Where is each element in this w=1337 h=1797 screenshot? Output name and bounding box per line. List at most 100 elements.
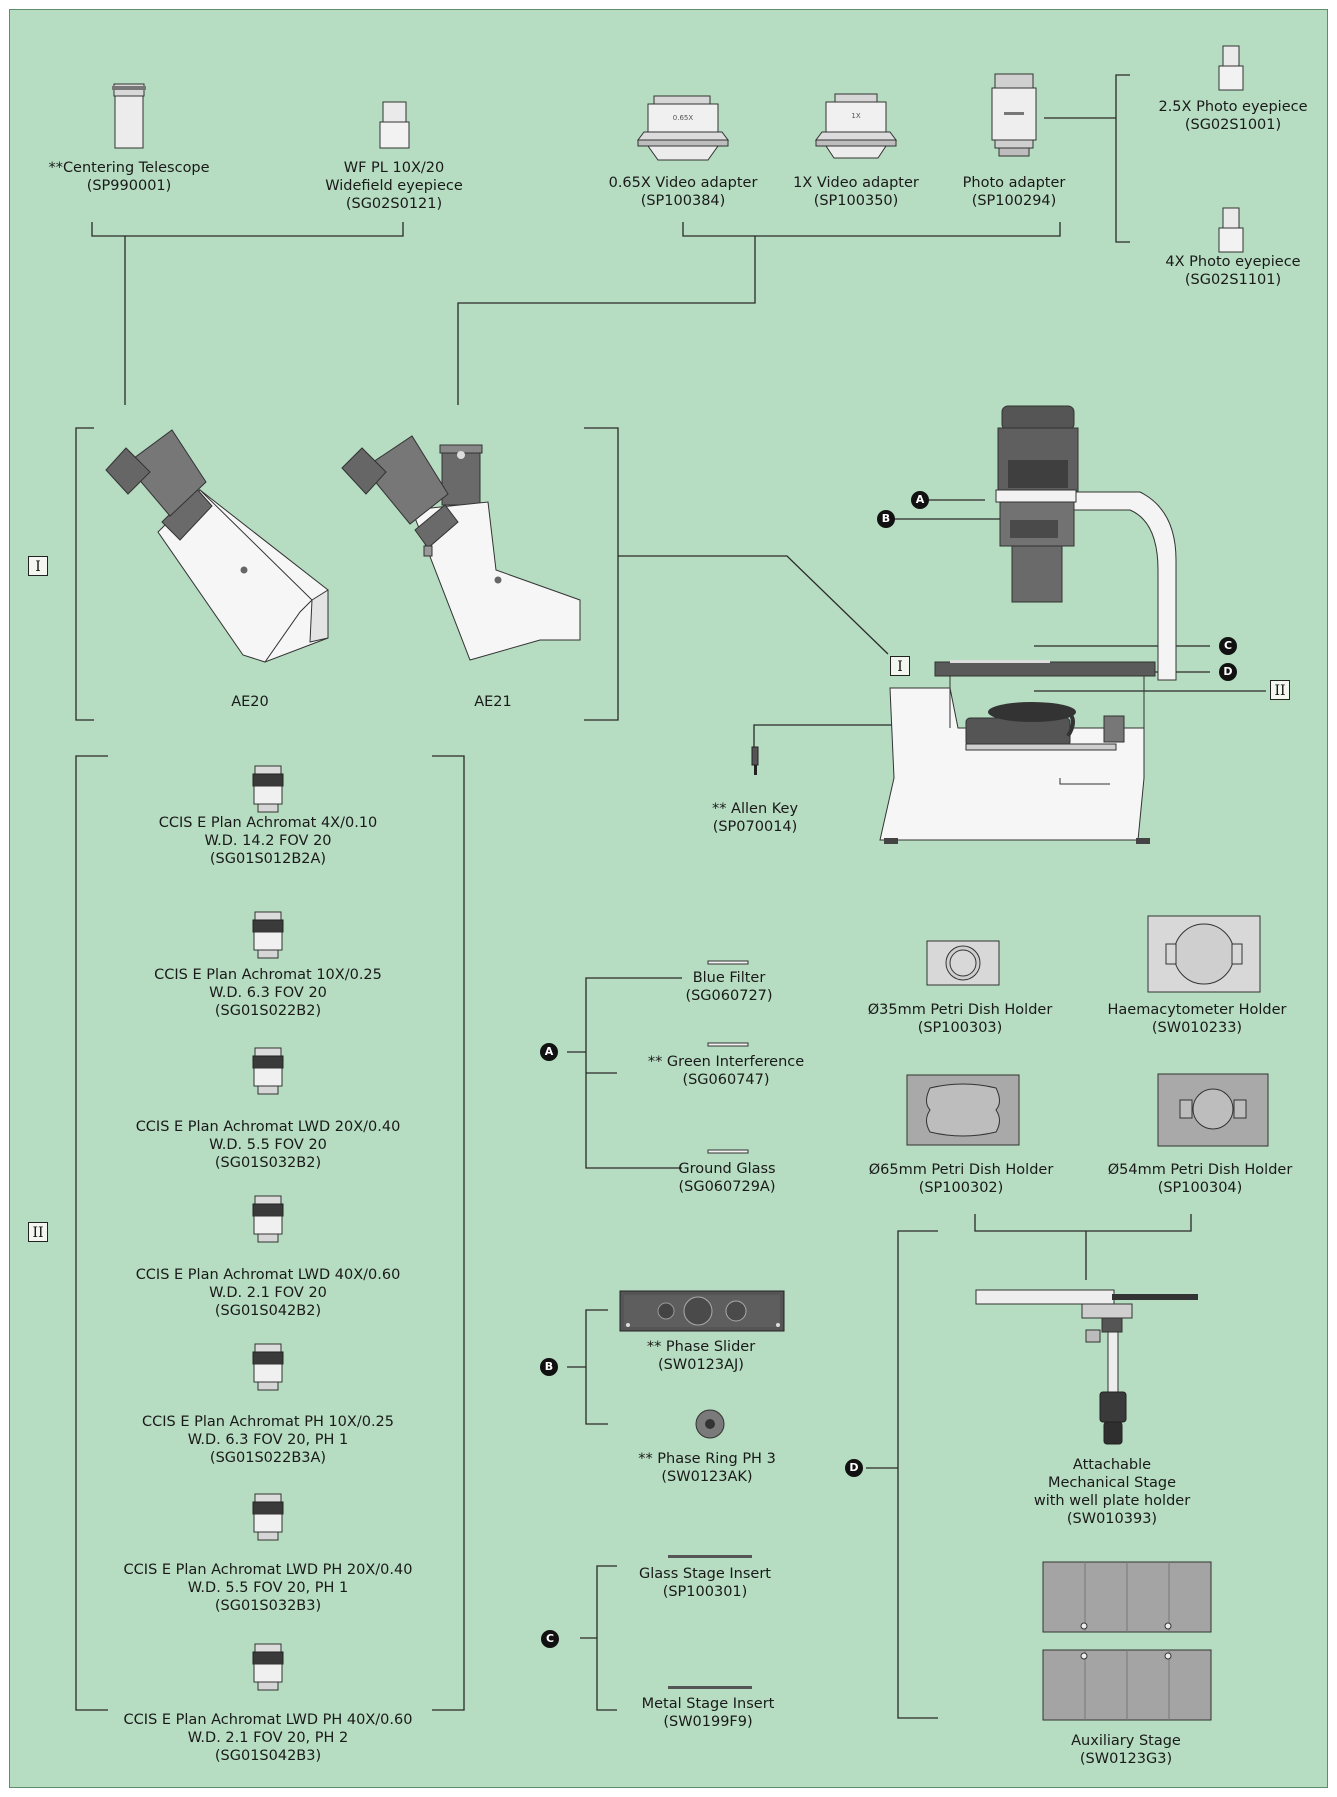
video-adapter-065-code: (SP100384) [640, 193, 726, 209]
objective-3-l1: CCIS E Plan Achromat LWD 20X/0.40 [135, 1119, 401, 1135]
video-adapter-1x-name: 1X Video adapter [793, 175, 919, 191]
objective-icon-7 [252, 1643, 284, 1691]
petri-65-holder-label: Ø65mm Petri Dish Holder (SP100302) [869, 1161, 1054, 1197]
blue-filter-name: Blue Filter [692, 970, 766, 986]
objective-4-l1: CCIS E Plan Achromat LWD 40X/0.60 [135, 1267, 401, 1283]
objective-1-l2: W.D. 14.2 FOV 20 [204, 833, 332, 849]
video-adapter-1x-code: (SP100350) [813, 193, 899, 209]
haemacytometer-holder-graphic [1147, 915, 1261, 993]
objective-icon-6 [252, 1493, 284, 1541]
mechanical-stage-graphic [975, 1289, 1198, 1445]
marker-c-microscope: C [1219, 637, 1237, 655]
marker-a-microscope: A [911, 491, 929, 509]
objective-2-l2: W.D. 6.3 FOV 20 [209, 985, 327, 1001]
diagram-panel [9, 9, 1328, 1788]
objective-5-l2: W.D. 6.3 FOV 20, PH 1 [187, 1432, 349, 1448]
filter-graphics [707, 960, 749, 1154]
allen-key-label: ** Allen Key (SP070014) [712, 800, 798, 836]
objective-icon-4 [252, 1195, 284, 1243]
petri-54-holder-code: (SP100304) [1157, 1180, 1243, 1196]
mechanical-stage-line3: with well plate holder [1033, 1493, 1191, 1509]
connector-lines [75, 74, 1266, 1719]
ground-glass-name: Ground Glass [678, 1161, 776, 1177]
objective-4-l3: (SG01S042B2) [214, 1303, 322, 1319]
centering-telescope-graphic [112, 83, 146, 149]
haemacytometer-holder-code: (SW010233) [1151, 1020, 1243, 1036]
objective-3-l3: (SG01S032B2) [214, 1155, 322, 1171]
photo-eyepiece-4x-graphic [1218, 207, 1244, 253]
allen-key-graphic [751, 746, 759, 775]
allen-key-code: (SP070014) [712, 819, 798, 835]
metal-insert-code: (SW0199F9) [663, 1714, 753, 1730]
auxiliary-stage-code: (SW0123G3) [1079, 1751, 1173, 1767]
metal-insert-name: Metal Stage Insert [641, 1696, 775, 1712]
petri-54-holder-graphic [1157, 1073, 1269, 1147]
mechanical-stage-label: Attachable Mechanical Stage with well pl… [1034, 1456, 1190, 1528]
glass-insert-label: Glass Stage Insert (SP100301) [639, 1565, 771, 1601]
auxiliary-stage-label: Auxiliary Stage (SW0123G3) [1071, 1732, 1181, 1768]
section-tag-i-left: I [28, 556, 48, 576]
phase-ring-label: ** Phase Ring PH 3 (SW0123AK) [638, 1450, 776, 1486]
video-adapter-1x-graphic: 1X [815, 93, 897, 159]
objective-7-l2: W.D. 2.1 FOV 20, PH 2 [187, 1730, 349, 1746]
video-adapter-1x-label: 1X Video adapter (SP100350) [793, 174, 919, 210]
section-tag-ii-microscope: II [1270, 680, 1290, 700]
phase-slider-code: (SW0123AJ) [658, 1357, 744, 1373]
badge-065: 0.65X [673, 114, 694, 122]
objective-2-l1: CCIS E Plan Achromat 10X/0.25 [154, 967, 382, 983]
centering-telescope-name: **Centering Telescope [48, 160, 210, 176]
wf-eyepiece-line2: Widefield eyepiece [325, 178, 463, 194]
inverted-microscope-graphic [879, 405, 1177, 844]
objective-1-l3: (SG01S012B2A) [209, 851, 327, 867]
objective-7-l3: (SG01S042B3) [214, 1748, 322, 1764]
objective-icons [252, 765, 284, 1691]
marker-b-microscope: B [877, 510, 895, 528]
objective-1-l1: CCIS E Plan Achromat 4X/0.10 [158, 815, 378, 831]
wf-eyepiece-graphic [379, 101, 410, 149]
photo-eyepiece-4x-name: 4X Photo eyepiece [1165, 254, 1301, 270]
phase-ring-code: (SW0123AK) [661, 1469, 753, 1485]
auxiliary-stage-graphic [1042, 1561, 1212, 1721]
petri-35-holder-label: Ø35mm Petri Dish Holder (SP100303) [868, 1001, 1053, 1037]
marker-b-phase: B [540, 1358, 558, 1376]
objective-icon-2 [252, 911, 284, 959]
objective-icon-5 [252, 1343, 284, 1391]
wf-eyepiece-label: WF PL 10X/20 Widefield eyepiece (SG02S01… [325, 159, 463, 213]
objective-6-l2: W.D. 5.5 FOV 20, PH 1 [187, 1580, 349, 1596]
phase-slider-graphic [619, 1290, 785, 1332]
photo-eyepiece-25x-graphic [1218, 45, 1244, 91]
photo-eyepiece-4x-code: (SG02S1101) [1184, 272, 1282, 288]
objective-icon-3 [252, 1047, 284, 1095]
metal-insert-label: Metal Stage Insert (SW0199F9) [642, 1695, 775, 1731]
badge-1x: 1X [851, 112, 860, 120]
marker-d-microscope: D [1219, 663, 1237, 681]
wf-eyepiece-code: (SG02S0121) [345, 196, 443, 212]
green-interference-label: ** Green Interference (SG060747) [648, 1053, 804, 1089]
blue-filter-code: (SG060727) [685, 988, 773, 1004]
phase-slider-name: ** Phase Slider [646, 1339, 756, 1355]
centering-telescope-code: (SP990001) [86, 178, 172, 194]
glass-insert-code: (SP100301) [662, 1584, 748, 1600]
ae20-label: AE20 [231, 694, 269, 710]
objective-icon-1 [252, 765, 284, 813]
mechanical-stage-code: (SW010393) [1066, 1511, 1158, 1527]
objective-4-l2: W.D. 2.1 FOV 20 [209, 1285, 327, 1301]
marker-a-filters: A [540, 1043, 558, 1061]
haemacytometer-holder-name: Haemacytometer Holder [1107, 1002, 1287, 1018]
glass-insert-name: Glass Stage Insert [639, 1566, 771, 1582]
centering-telescope-label: **Centering Telescope (SP990001) [48, 159, 209, 195]
objective-5-l3: (SG01S022B3A) [209, 1450, 327, 1466]
petri-65-holder-code: (SP100302) [918, 1180, 1004, 1196]
photo-adapter-label: Photo adapter (SP100294) [963, 174, 1066, 210]
green-interference-code: (SG060747) [682, 1072, 770, 1088]
phase-slider-label: ** Phase Slider (SW0123AJ) [647, 1338, 755, 1374]
objective-5-l1: CCIS E Plan Achromat PH 10X/0.25 [141, 1414, 395, 1430]
haemacytometer-holder-label: Haemacytometer Holder (SW010233) [1108, 1001, 1287, 1037]
